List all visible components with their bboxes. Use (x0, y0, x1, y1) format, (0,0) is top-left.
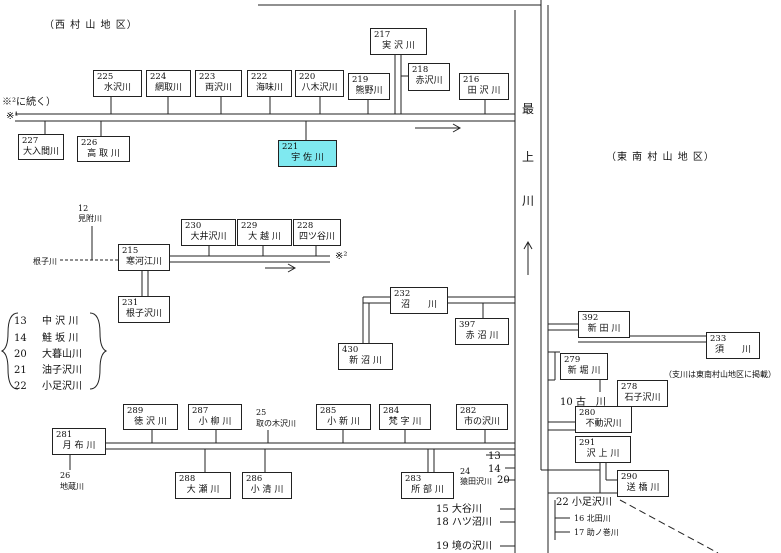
label-kitada: 16 北田川 (574, 514, 611, 523)
label-jizo: 地蔵川 (60, 482, 84, 491)
legend-name-4: 小足沢川 (42, 381, 82, 392)
label-12: 12 (78, 204, 89, 213)
legend-num-3: 21 (14, 365, 27, 376)
label-sakainosawa: 19 境の沢川 (436, 541, 492, 552)
label-20: 20 (497, 475, 510, 486)
label-otani: 15 大谷川 (436, 504, 482, 515)
label-sukenomaki: 17 助ノ巻川 (574, 528, 619, 537)
label-koashizawa: 22 小足沢川 (556, 497, 612, 508)
legend-name-2: 大暮山川 (42, 349, 82, 360)
label-neko: 根子川 (33, 257, 57, 266)
legend-num-2: 20 (14, 349, 27, 360)
mogami-char-1: 最 (521, 102, 534, 116)
mark-1: ※¹ (6, 111, 19, 122)
legend-num-0: 13 (14, 316, 27, 327)
legend-name-0: 中 沢 川 (42, 316, 79, 327)
label-14: 14 (488, 464, 501, 475)
mogami-char-2: 上 (521, 150, 534, 164)
label-13: 13 (488, 451, 501, 462)
label-sarutazawa: 猿田沢川 (460, 477, 492, 486)
west-area-label: （西 村 山 地 区） (44, 20, 138, 31)
label-24: 24 (460, 467, 471, 476)
legend-num-4: 22 (14, 381, 27, 392)
mogami-char-3: 川 (521, 194, 534, 208)
legend-name-1: 鮭 坂 川 (42, 333, 79, 344)
label-furukawa: 10 古 川 (560, 397, 606, 408)
mark-2: ※² (335, 251, 348, 262)
legend-num-1: 14 (14, 333, 27, 344)
label-mitsuke: 見附川 (78, 214, 102, 223)
label-26: 26 (60, 471, 71, 480)
tributary-note: （支川は東南村山地区に掲載） (664, 370, 776, 379)
southeast-area-label: （東 南 村 山 地 区） (606, 152, 715, 163)
label-25: 25 (256, 408, 267, 417)
legend-name-3: 油子沢川 (42, 365, 82, 376)
label-hatsunuma: 18 ハツ沼川 (436, 517, 492, 528)
label-torinoki: 取の木沢川 (256, 419, 296, 428)
continuation-note: ※²に続く） (2, 97, 57, 108)
